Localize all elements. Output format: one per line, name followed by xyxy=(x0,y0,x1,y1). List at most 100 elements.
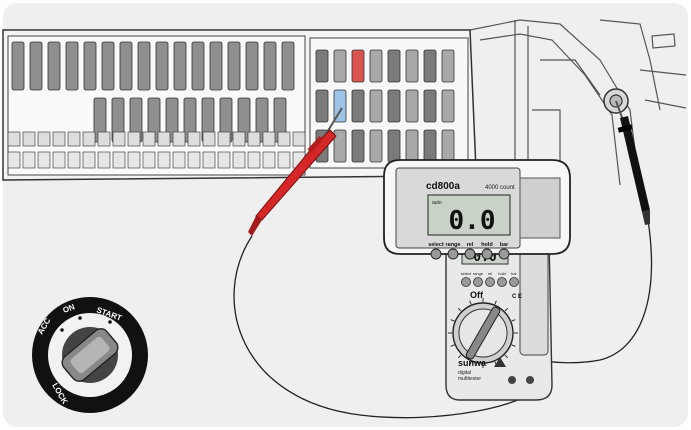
fuse-right-r1-c5 xyxy=(387,49,401,83)
meter-button-label-rel: rel xyxy=(488,271,493,276)
fuse-right-r2-c2 xyxy=(333,89,347,123)
dial-tick xyxy=(511,344,516,347)
fuse-slot-row1 xyxy=(97,131,111,147)
fuse-slot-row2 xyxy=(187,151,201,169)
meter-button-label-bar: bar xyxy=(511,271,517,276)
fuse-top-4 xyxy=(65,41,79,91)
fuse-top-13 xyxy=(227,41,241,91)
off-label: Off xyxy=(470,290,484,300)
fuse-right-r1-c1 xyxy=(315,49,329,83)
lcd-mode: auto xyxy=(432,200,442,206)
red-probe-wire xyxy=(233,235,541,419)
meter-button-label-hold: hold xyxy=(498,271,506,276)
subtitle-line2: multitester xyxy=(458,376,481,382)
fuse-mid-5 xyxy=(165,97,179,143)
fuse-top-9 xyxy=(155,41,169,91)
meter-count: 4000 count xyxy=(485,185,515,191)
meter-button-bar[interactable] xyxy=(509,277,519,287)
fuse-slot-row2 xyxy=(82,151,96,169)
fuse-slot-row1 xyxy=(22,131,36,147)
fuse-slot-row2 xyxy=(262,151,276,169)
fuse-slot-row1 xyxy=(7,131,21,147)
meter-button-select[interactable] xyxy=(461,277,471,287)
fuse-top-16 xyxy=(281,41,295,91)
dial-tick xyxy=(450,344,455,347)
fuse-slot-row1 xyxy=(157,131,171,147)
fuse-slot-row2 xyxy=(52,151,66,169)
function-dial[interactable] xyxy=(452,302,514,364)
fuse-right-r3-c8 xyxy=(441,129,455,163)
dial-tick xyxy=(450,319,455,322)
brand-label: sunwa xyxy=(458,358,487,368)
fuse-top-12 xyxy=(209,41,223,91)
fuse-slot-row1 xyxy=(142,131,156,147)
fuse-right-r2-c7 xyxy=(423,89,437,123)
meter-button-range[interactable] xyxy=(473,277,483,287)
zoom-button-bar[interactable] xyxy=(498,248,510,260)
dial-tick xyxy=(504,354,509,359)
dial-tick xyxy=(469,361,472,366)
ignition-key[interactable] xyxy=(59,326,121,385)
fuse-right-r2-c3 xyxy=(351,89,365,123)
lcd-reading: 0.0 xyxy=(449,206,496,236)
fuse-slot-row1 xyxy=(37,131,51,147)
fuse-slot-row1 xyxy=(292,131,306,147)
fuse-mid-10 xyxy=(255,97,269,143)
fuse-slot-row2 xyxy=(232,151,246,169)
fuse-right-r2-c1 xyxy=(315,89,329,123)
fuse-slot-row1 xyxy=(217,131,231,147)
fuse-slot-row2 xyxy=(112,151,126,169)
zoom-button-label-bar: bar xyxy=(500,242,509,248)
dial-tick-marks xyxy=(448,298,518,368)
fuse-slot-row2 xyxy=(247,151,261,169)
fuse-right-r3-c5 xyxy=(387,129,401,163)
subtitle-line1: digital xyxy=(458,370,471,376)
zoom-button-rel[interactable] xyxy=(464,248,476,260)
fuse-slot-row1 xyxy=(247,131,261,147)
fuse-right-r1-c3 xyxy=(351,49,365,83)
fuse-slot-row1 xyxy=(52,131,66,147)
fuse-slot-row2 xyxy=(172,151,186,169)
meter-button-rel[interactable] xyxy=(485,277,495,287)
fuse-right-r2-c8 xyxy=(441,89,455,123)
zoom-button-hold[interactable] xyxy=(481,248,493,260)
fuse-slot-row1 xyxy=(202,131,216,147)
zoom-button-select[interactable] xyxy=(430,248,442,260)
fuse-slot-row2 xyxy=(142,151,156,169)
fuse-right-r2-c6 xyxy=(405,89,419,123)
fuse-slot-row1 xyxy=(277,131,291,147)
position-dot-start xyxy=(108,320,112,324)
fuse-slot-row1 xyxy=(82,131,96,147)
dial-tick xyxy=(457,307,462,312)
fuse-slot-row1 xyxy=(112,131,126,147)
zoom-button-label-select: select xyxy=(428,242,444,248)
zoom-button-range[interactable] xyxy=(447,248,459,260)
meter-model: cd800a xyxy=(426,181,460,192)
fuse-top-15 xyxy=(263,41,277,91)
fuse-top-14 xyxy=(245,41,259,91)
fuse-top-7 xyxy=(119,41,133,91)
fuse-right-r3-c3 xyxy=(351,129,365,163)
dial-tick xyxy=(504,307,509,312)
fuse-slot-row2 xyxy=(97,151,111,169)
fuse-slot-row2 xyxy=(67,151,81,169)
position-dot-on xyxy=(78,316,82,320)
fuse-right-r1-c4 xyxy=(369,49,383,83)
fuse-right-r3-c7 xyxy=(423,129,437,163)
fuse-top-5 xyxy=(83,41,97,91)
fuse-right-r2-c5 xyxy=(387,89,401,123)
fuse-right-r2-c4 xyxy=(369,89,383,123)
fuse-slot-row2 xyxy=(7,151,21,169)
ignition-switch: LOCK ACC ON START xyxy=(32,297,148,413)
red-test-probe xyxy=(248,107,343,236)
fuse-right-r1-c8 xyxy=(441,49,455,83)
fuse-slot-row2 xyxy=(277,151,291,169)
fuse-top-8 xyxy=(137,41,151,91)
fuse-right-r3-c4 xyxy=(369,129,383,163)
meter-button-hold[interactable] xyxy=(497,277,507,287)
fuse-right-r1-c2 xyxy=(333,49,347,83)
meter-button-label-select: select xyxy=(461,271,472,276)
fuse-right-r1-c6 xyxy=(405,49,419,83)
com-jack xyxy=(526,376,534,384)
dial-tick xyxy=(457,354,462,359)
